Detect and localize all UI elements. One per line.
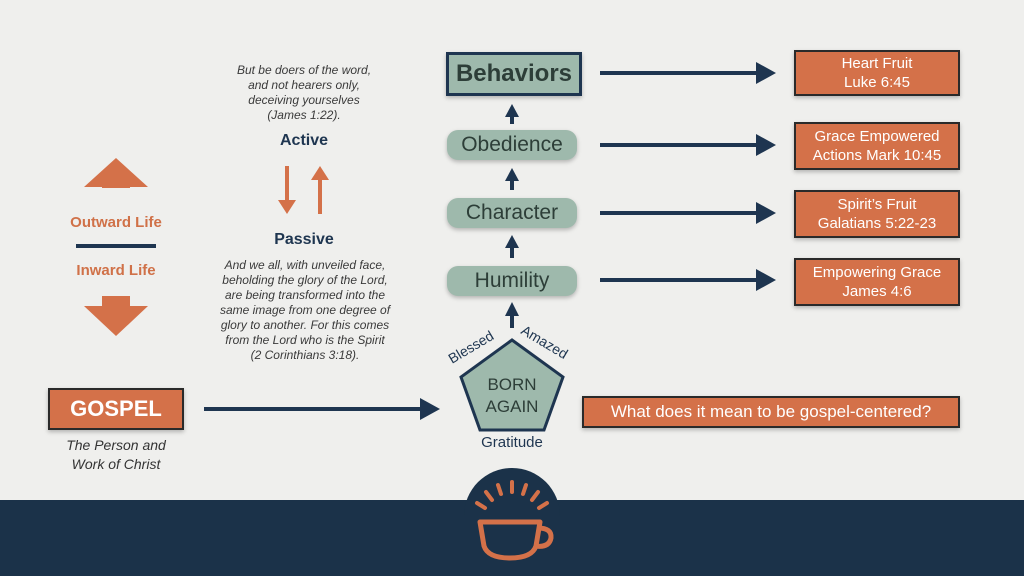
born-again-line1: BORN	[487, 375, 536, 394]
gospel-centered-question: What does it mean to be gospel-centered?	[582, 396, 960, 428]
gospel-box: GOSPEL	[48, 388, 184, 430]
life-divider	[76, 244, 156, 248]
passive-down-arrow	[278, 200, 296, 214]
outward-life-label: Outward Life	[70, 214, 162, 231]
gratitude-label: Gratitude	[481, 434, 543, 451]
ladder-arrow-4	[505, 302, 519, 316]
obedience-pill: Obedience	[447, 130, 577, 160]
active-label: Active	[279, 132, 329, 149]
passive-label: Passive	[274, 231, 334, 248]
outward-up-arrow-stem	[102, 176, 130, 188]
ladder-arrow-3	[505, 235, 519, 248]
born-again-line2: AGAIN	[486, 397, 539, 416]
inward-down-arrow	[84, 306, 148, 336]
born-again-pentagon	[459, 338, 565, 432]
grace-empowered-box: Grace Empowered Actions Mark 10:45	[794, 122, 960, 170]
arrow-character-outcome	[756, 202, 776, 224]
character-pill: Character	[447, 198, 577, 228]
inward-down-arrow-stem	[102, 296, 130, 308]
behaviors-box: Behaviors	[446, 52, 582, 96]
arrow-obedience-outcome	[756, 134, 776, 156]
humility-pill: Humility	[447, 266, 577, 296]
ladder-arrow-2	[505, 168, 519, 181]
heart-fruit-box: Heart Fruit Luke 6:45	[794, 50, 960, 96]
ladder-arrow-1	[505, 104, 519, 117]
inward-life-label: Inward Life	[76, 262, 156, 279]
gospel-subtitle: The Person and Work of Christ	[66, 437, 166, 472]
empowering-grace-box: Empowering Grace James 4:6	[794, 258, 960, 306]
corinthians-quote: And we all, with unveiled face, beholdin…	[219, 258, 391, 362]
james-quote: But be doers of the word, and not hearer…	[236, 63, 372, 122]
spirits-fruit-box: Spirit’s Fruit Galatians 5:22-23	[794, 190, 960, 238]
coffee-cup-sunrise-icon	[464, 468, 560, 576]
arrow-gospel-born-again	[420, 398, 440, 420]
outward-up-arrow	[84, 158, 148, 188]
active-up-arrow	[311, 166, 329, 180]
arrow-humility-outcome	[756, 269, 776, 291]
arrow-behaviors-outcome	[756, 62, 776, 84]
